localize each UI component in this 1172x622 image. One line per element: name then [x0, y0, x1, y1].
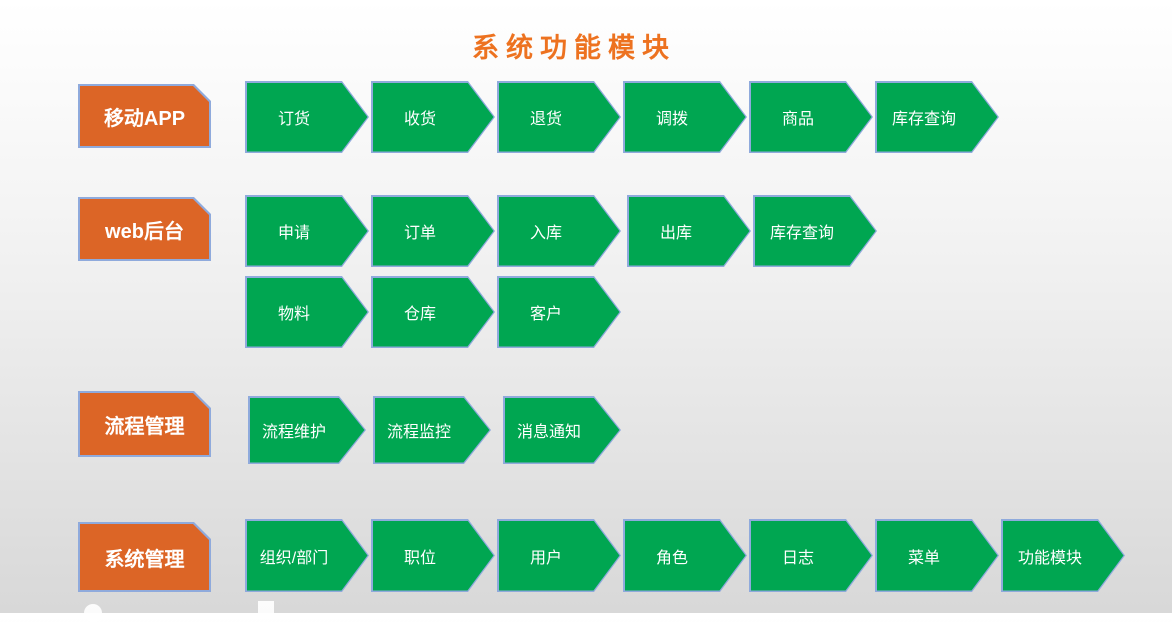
module-arrow-fill: 流程维护 [250, 398, 365, 463]
module-arrow-label: 库存查询 [769, 225, 834, 242]
module-arrow-fill: 角色 [625, 521, 746, 591]
module-arrow-fill: 库存查询 [877, 83, 998, 152]
module-arrow: 收货 [371, 81, 495, 153]
module-arrow-label: 订货 [277, 111, 310, 128]
module-arrow-label: 组织/部门 [259, 549, 329, 567]
module-arrow-label: 客户 [529, 306, 562, 323]
module-arrow-fill: 组织/部门 [247, 521, 368, 591]
category-box-fill: 流程管理 [80, 393, 209, 455]
category-box-mobile-app: 移动APP [78, 84, 211, 148]
category-label: web后台 [105, 220, 184, 243]
module-arrow: 功能模块 [1001, 519, 1125, 592]
module-arrow-label: 日志 [781, 549, 814, 567]
module-arrow-label: 流程监控 [386, 424, 451, 441]
module-arrow: 商品 [749, 81, 873, 153]
module-arrow: 组织/部门 [245, 519, 369, 592]
bottom-peek-square-decoration [258, 601, 274, 615]
module-arrow-fill: 仓库 [373, 278, 494, 347]
category-label: 流程管理 [104, 415, 185, 438]
module-arrow-fill: 客户 [499, 278, 620, 347]
module-arrow-fill: 职位 [373, 521, 494, 591]
category-box-fill: 系统管理 [80, 524, 209, 590]
module-arrow-fill: 日志 [751, 521, 872, 591]
category-label: 移动APP [103, 107, 186, 130]
module-arrow: 流程维护 [248, 396, 366, 464]
category-box-process-management: 流程管理 [78, 391, 211, 457]
module-arrow-fill: 菜单 [877, 521, 998, 591]
module-arrow-label: 入库 [529, 225, 562, 242]
module-arrow: 菜单 [875, 519, 999, 592]
module-arrow: 库存查询 [753, 195, 877, 267]
module-arrow-label: 流程维护 [261, 424, 326, 441]
module-arrow-label: 用户 [529, 549, 562, 567]
module-arrow: 仓库 [371, 276, 495, 348]
module-arrow-fill: 订货 [247, 83, 368, 152]
module-arrow: 订货 [245, 81, 369, 153]
module-arrow: 退货 [497, 81, 621, 153]
module-arrow-fill: 库存查询 [755, 197, 876, 266]
module-arrow-fill: 用户 [499, 521, 620, 591]
module-arrow: 申请 [245, 195, 369, 267]
module-arrow-fill: 入库 [499, 197, 620, 266]
module-arrow-fill: 退货 [499, 83, 620, 152]
category-box-fill: 移动APP [80, 86, 209, 146]
module-arrow: 入库 [497, 195, 621, 267]
module-arrow-fill: 物料 [247, 278, 368, 347]
module-arrow-label: 职位 [403, 549, 436, 567]
module-arrow-label: 出库 [659, 225, 692, 242]
category-box-system-management: 系统管理 [78, 522, 211, 592]
module-arrow-label: 商品 [781, 111, 814, 128]
module-arrow-label: 菜单 [907, 549, 940, 567]
module-arrow-label: 收货 [403, 111, 436, 128]
module-arrow: 库存查询 [875, 81, 999, 153]
module-arrow-label: 仓库 [403, 306, 436, 323]
bottom-peek-circle-decoration [84, 604, 102, 622]
category-label: 系统管理 [104, 548, 185, 571]
module-arrow-label: 物料 [277, 306, 310, 323]
module-arrow: 角色 [623, 519, 747, 592]
module-arrow: 职位 [371, 519, 495, 592]
module-arrow-fill: 消息通知 [505, 398, 620, 463]
category-box-fill: web后台 [80, 199, 209, 259]
module-arrow-fill: 功能模块 [1003, 521, 1124, 591]
module-arrow: 订单 [371, 195, 495, 267]
module-arrow-label: 库存查询 [891, 111, 956, 128]
category-box-web-backend: web后台 [78, 197, 211, 261]
module-arrow-fill: 商品 [751, 83, 872, 152]
module-arrow-fill: 流程监控 [375, 398, 490, 463]
module-arrow: 调拨 [623, 81, 747, 153]
module-arrow: 流程监控 [373, 396, 491, 464]
module-arrow: 消息通知 [503, 396, 621, 464]
page-title: 系统功能模块 [472, 33, 676, 63]
module-arrow: 客户 [497, 276, 621, 348]
module-arrow-label: 订单 [403, 225, 436, 242]
module-arrow: 日志 [749, 519, 873, 592]
module-arrow-fill: 申请 [247, 197, 368, 266]
module-arrow-fill: 出库 [629, 197, 750, 266]
module-arrow-label: 申请 [277, 225, 310, 242]
module-arrow-label: 退货 [529, 111, 562, 128]
module-arrow-fill: 订单 [373, 197, 494, 266]
module-arrow-label: 调拨 [655, 111, 688, 128]
module-arrow: 用户 [497, 519, 621, 592]
module-arrow: 物料 [245, 276, 369, 348]
module-arrow: 出库 [627, 195, 751, 267]
module-arrow-label: 消息通知 [516, 424, 581, 441]
module-arrow-fill: 调拨 [625, 83, 746, 152]
module-arrow-label: 功能模块 [1017, 549, 1082, 567]
module-arrow-label: 角色 [655, 549, 688, 567]
module-arrow-fill: 收货 [373, 83, 494, 152]
